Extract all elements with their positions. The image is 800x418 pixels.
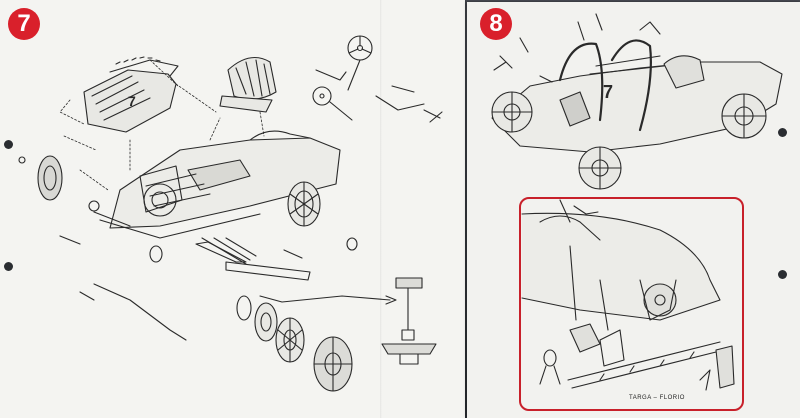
step-number-badge: 7 — [8, 8, 40, 40]
binder-hole — [4, 262, 13, 271]
step-number-badge: 8 — [480, 8, 512, 40]
detail-inset-frame — [519, 197, 744, 411]
page-step-7 — [0, 0, 465, 418]
inset-caption: TARGA – FLORIO — [629, 395, 685, 401]
page-fold — [380, 0, 382, 418]
binder-hole — [778, 270, 787, 279]
binder-hole — [778, 128, 787, 137]
binder-hole — [4, 140, 13, 149]
